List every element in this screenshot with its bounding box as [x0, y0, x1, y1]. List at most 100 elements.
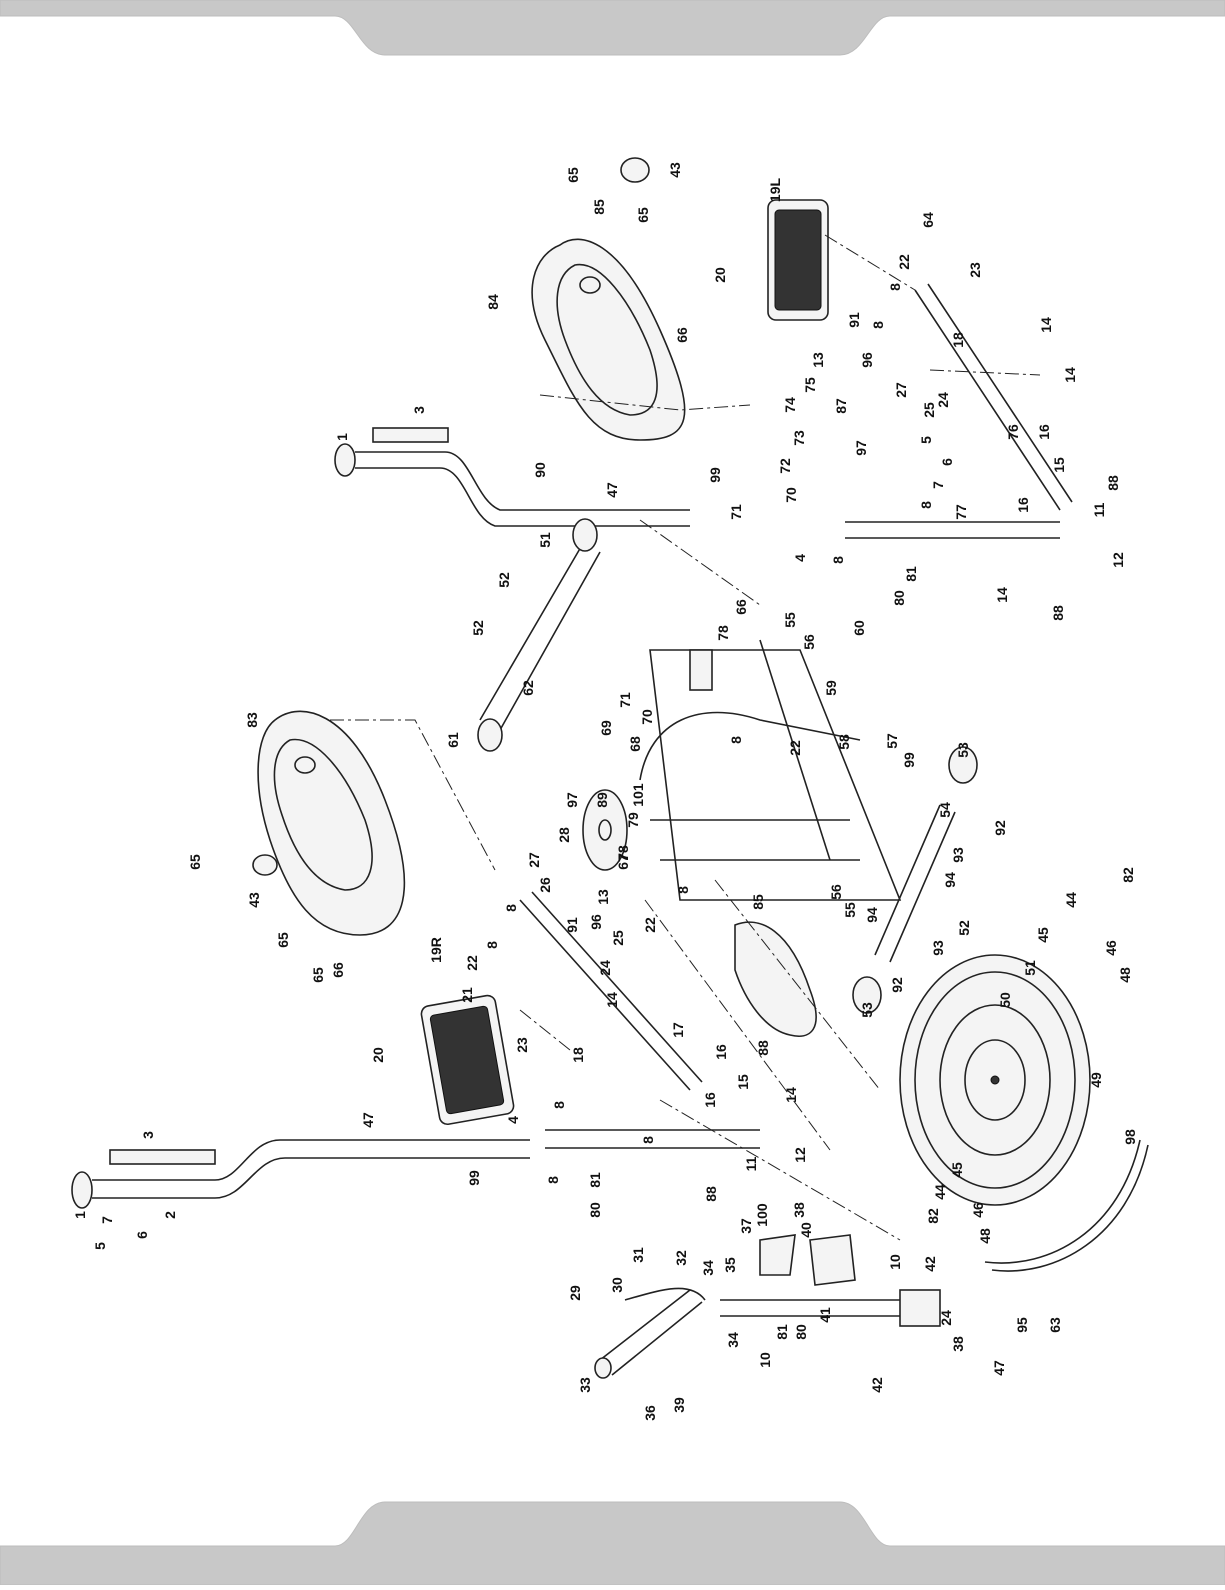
part-label-7: 7 — [930, 481, 946, 489]
page-footer-band — [0, 1500, 1225, 1586]
part-label-29: 29 — [567, 1285, 583, 1301]
part-label-21: 21 — [459, 987, 475, 1003]
part-label-83: 83 — [244, 712, 260, 728]
part-label-55: 55 — [782, 612, 798, 628]
part-label-11: 11 — [1091, 502, 1107, 517]
flywheel-gear — [582, 789, 628, 871]
part-label-85: 85 — [591, 199, 607, 215]
right-handlebar — [334, 427, 690, 527]
part-label-13: 13 — [810, 352, 826, 368]
part-label-3: 3 — [140, 1131, 156, 1139]
part-label-43: 43 — [246, 892, 262, 908]
part-label-75: 75 — [802, 377, 818, 393]
page-header-band — [0, 0, 1225, 60]
part-label-22: 22 — [896, 254, 912, 270]
part-label-22: 22 — [464, 955, 480, 971]
part-label-47: 47 — [604, 482, 620, 498]
part-label-8: 8 — [484, 941, 500, 949]
part-label-90: 90 — [532, 462, 548, 478]
part-label-8: 8 — [887, 283, 903, 291]
part-label-92: 92 — [889, 977, 905, 993]
part-label-3: 3 — [411, 406, 427, 414]
part-label-65: 65 — [310, 967, 326, 983]
part-label-84: 84 — [485, 294, 501, 310]
part-label-66: 66 — [674, 327, 690, 343]
part-label-45: 45 — [1035, 927, 1051, 943]
footer-tab-shape — [0, 1501, 1225, 1586]
part-label-24: 24 — [938, 1310, 954, 1326]
part-label-70: 70 — [783, 487, 799, 503]
upright-tubes — [545, 521, 1060, 1149]
part-label-81: 81 — [587, 1172, 603, 1188]
part-label-32: 32 — [673, 1250, 689, 1266]
part-label-27: 27 — [893, 382, 909, 398]
part-label-88: 88 — [703, 1186, 719, 1202]
part-label-34: 34 — [700, 1260, 716, 1276]
part-label-70: 70 — [639, 709, 655, 725]
part-label-28: 28 — [556, 827, 572, 843]
part-label-97: 97 — [853, 440, 869, 456]
part-label-98: 98 — [1122, 1129, 1138, 1145]
part-label-100: 100 — [754, 1203, 770, 1227]
part-label-45: 45 — [949, 1162, 965, 1178]
part-label-15: 15 — [735, 1074, 751, 1090]
part-label-96: 96 — [588, 914, 604, 930]
part-label-25: 25 — [610, 930, 626, 946]
part-label-8: 8 — [503, 904, 519, 912]
part-label-88: 88 — [1105, 475, 1121, 491]
part-label-1: 1 — [334, 433, 350, 441]
pedal-arms — [519, 283, 1073, 1091]
part-label-30: 30 — [609, 1277, 625, 1293]
part-label-80: 80 — [793, 1324, 809, 1340]
console-mast — [720, 1289, 941, 1327]
part-label-65: 65 — [565, 167, 581, 183]
part-label-58: 58 — [836, 734, 852, 750]
part-label-26: 26 — [537, 877, 553, 893]
stationary-handlebar — [594, 1287, 706, 1379]
part-label-52: 52 — [496, 572, 512, 588]
part-label-10: 10 — [757, 1352, 773, 1368]
part-label-56: 56 — [828, 884, 844, 900]
part-label-47: 47 — [991, 1360, 1007, 1376]
part-label-8: 8 — [640, 1136, 656, 1144]
part-label-8: 8 — [918, 501, 934, 509]
part-label-81: 81 — [774, 1324, 790, 1340]
part-label-87: 87 — [833, 398, 849, 414]
part-label-80: 80 — [587, 1202, 603, 1218]
part-label-78: 78 — [615, 845, 631, 861]
part-label-12: 12 — [1110, 552, 1126, 568]
part-label-6: 6 — [939, 458, 955, 466]
part-label-41: 41 — [817, 1307, 833, 1323]
part-label-44: 44 — [932, 1184, 948, 1200]
part-label-95: 95 — [1014, 1317, 1030, 1333]
part-label-22: 22 — [787, 740, 803, 756]
part-label-5: 5 — [918, 436, 934, 444]
part-label-94: 94 — [864, 907, 880, 923]
part-label-48: 48 — [1117, 967, 1133, 983]
part-label-18: 18 — [950, 332, 966, 348]
part-label-88: 88 — [1050, 605, 1066, 621]
part-label-7: 7 — [99, 1216, 115, 1224]
part-label-14: 14 — [1038, 317, 1054, 333]
part-label-72: 72 — [777, 458, 793, 474]
part-label-44: 44 — [1063, 892, 1079, 908]
part-label-4: 4 — [505, 1116, 521, 1124]
part-label-19R: 19R — [428, 937, 444, 963]
header-tab-shape — [0, 0, 1225, 56]
part-label-27: 27 — [526, 852, 542, 868]
part-label-63: 63 — [1047, 1317, 1063, 1333]
part-label-94: 94 — [942, 872, 958, 888]
part-label-33: 33 — [577, 1377, 593, 1393]
part-label-16: 16 — [1036, 424, 1052, 440]
part-label-71: 71 — [617, 692, 633, 708]
part-label-15: 15 — [1051, 457, 1067, 473]
part-label-42: 42 — [869, 1377, 885, 1393]
part-label-53: 53 — [955, 742, 971, 758]
part-label-24: 24 — [597, 960, 613, 976]
part-label-31: 31 — [630, 1247, 646, 1263]
part-label-5: 5 — [92, 1242, 108, 1250]
right-chain-cover — [531, 157, 686, 441]
part-label-51: 51 — [1022, 960, 1038, 976]
